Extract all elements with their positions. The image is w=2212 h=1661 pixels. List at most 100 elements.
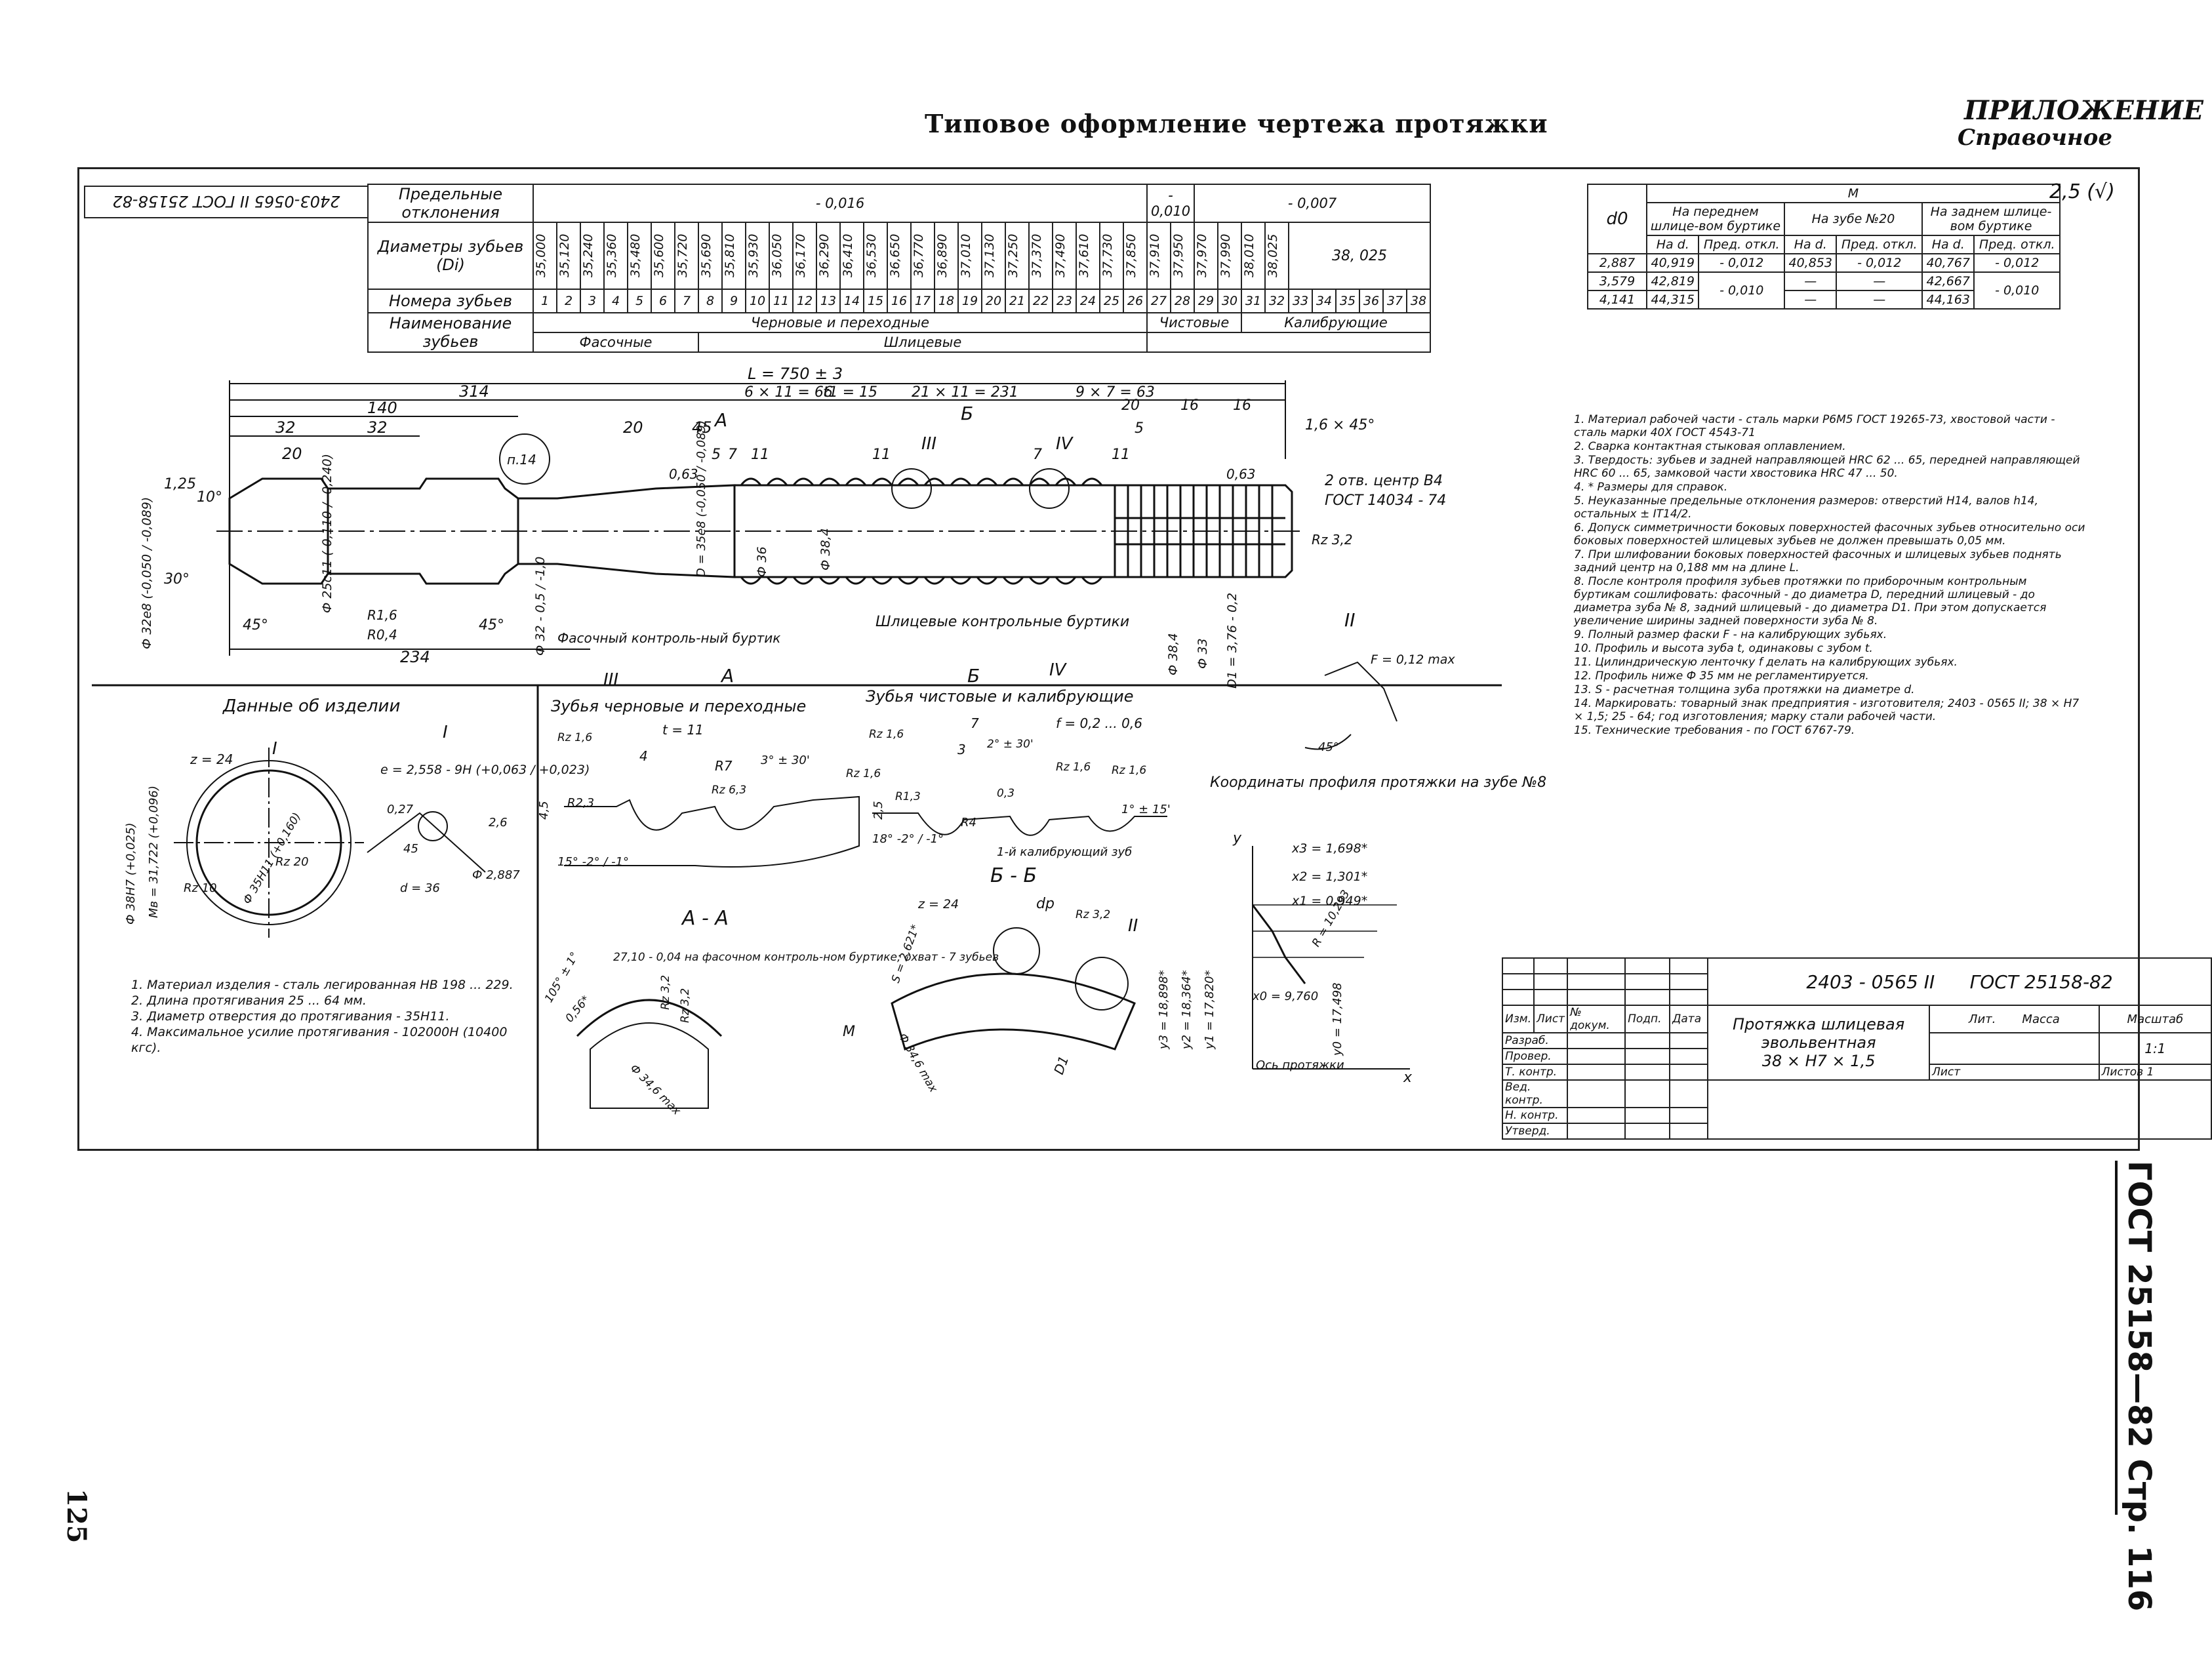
dim-phi32: Ф 32e8 (-0,050 / -0,089)	[140, 497, 154, 649]
tooth-number-cell: 23	[1052, 289, 1077, 313]
dim-r16: R1,6	[367, 607, 397, 623]
coords-axis-y: y	[1232, 830, 1242, 847]
tooth-number-cell: 1	[533, 289, 557, 313]
product-027: 0,27	[387, 803, 414, 816]
product-e: e = 2,558 - 9H (+0,063 / +0,023)	[380, 763, 590, 777]
appendix-type: Справочное	[1958, 125, 2112, 151]
dim-d1: D1 = 3,76 - 0,2	[1225, 593, 1239, 689]
detail4-rz16c: Rz 1,6	[1056, 761, 1091, 774]
tooth-number-cell: 11	[769, 289, 794, 313]
technical-notes: 1. Материал рабочей части - сталь марки …	[1574, 413, 2085, 738]
dim-11b: 11	[872, 447, 891, 463]
tooth-number-cell: 2	[556, 289, 581, 313]
side-rule	[2115, 1161, 2118, 1515]
note-item: 2. Сварка контактная стыковая оплавление…	[1574, 440, 1846, 453]
section-BB-d1: D1	[1051, 1054, 1072, 1077]
detail3-r7: R7	[715, 758, 733, 774]
dim-6x11: 6 × 11 = 66	[744, 384, 833, 401]
diameter-cell: 37,250	[1005, 222, 1030, 290]
diameter-cell: 36,170	[792, 222, 817, 290]
section-BB-roman-II: II	[1128, 916, 1138, 936]
section-AA-note: 27,10 - 0,04 на фасочном контроль-ном бу…	[613, 951, 999, 964]
note-item: 6. Допуск симметричности боковых поверхн…	[1574, 521, 2085, 548]
dim-7: 7	[728, 447, 737, 463]
detail3-rz16: Rz 1,6	[557, 731, 592, 744]
tooth-number-cell: 10	[745, 289, 770, 313]
tooth-number-cell: 9	[721, 289, 746, 313]
teeth-table: Предельные отклонения - 0,016 - 0,010 - …	[367, 184, 1431, 353]
section-BB-dp: dp	[1036, 896, 1055, 912]
fas-buritk-label: Фасочный контроль-ный буртик	[557, 630, 780, 646]
name-cell-empty	[1146, 332, 1431, 353]
tooth-number-cell: 36	[1359, 289, 1384, 313]
group-header: На переднем шлице-вом буртике	[1646, 202, 1785, 236]
product-roman-I: I	[272, 739, 277, 759]
section-BB-m: M	[843, 1024, 855, 1040]
group-header: На заднем шлице-вом буртике	[1921, 202, 2061, 236]
tooth-number-cell: 7	[674, 289, 699, 313]
note-item: 3. Твердость: зубьев и задней направляющ…	[1574, 454, 2080, 480]
diameter-cell: 37,370	[1028, 222, 1053, 290]
tooth-number-cell: 4	[603, 289, 628, 313]
dim-20b: 20	[623, 418, 643, 437]
d0-header: d0	[1587, 184, 1647, 254]
diameter-cell: 37,850	[1123, 222, 1148, 290]
detail-III-title: Зубья черновые и переходные	[551, 697, 806, 715]
tooth-number-cell: 25	[1099, 289, 1124, 313]
section-BB-title: Б - Б	[990, 864, 1037, 887]
deviation-row: Предельные отклонения - 0,016 - 0,010 - …	[367, 184, 1431, 223]
dim-5b: 5	[1135, 420, 1144, 437]
names-row-bottom: Фасочные Шлицевые	[368, 332, 1431, 353]
row-label: Предельные отклонения	[367, 184, 534, 223]
diameter-cell: 36,650	[887, 222, 912, 290]
sub-header: На d.	[1645, 235, 1700, 254]
product-d36: d = 36	[400, 881, 440, 895]
m-header: M	[1646, 184, 2061, 203]
product-note-item: 4. Максимальное усилие протягивания - 10…	[131, 1025, 508, 1055]
diameter-cell: 35,720	[674, 222, 699, 290]
deviation-cell: - 0,016	[533, 184, 1148, 223]
diameter-cell: 36,890	[934, 222, 959, 290]
dim-7b: 7	[1033, 447, 1042, 463]
diameter-cell: 37,970	[1194, 222, 1218, 290]
tooth-number-cell: 6	[651, 289, 675, 313]
dim-5: 5	[712, 447, 721, 463]
name-cell: Фасочные	[533, 332, 699, 353]
name-cell: Черновые и переходные	[533, 312, 1148, 333]
detail4-ang2: 2° ± 30'	[987, 738, 1034, 751]
coord-y0: y0 = 17,498	[1331, 982, 1344, 1056]
center-hole: 2 отв. центр В4	[1325, 473, 1443, 489]
section-BB-phi: Ф 34,6 max	[896, 1031, 940, 1096]
coord-axis: Ось протяжки	[1256, 1058, 1344, 1072]
product-mb: Mв = 31,722 (+0,096)	[147, 786, 161, 918]
diameter-cell: 37,730	[1099, 222, 1124, 290]
dim-9x7: 9 × 7 = 63	[1076, 384, 1155, 401]
title-lit-header: Лит. Масса	[1929, 1005, 2100, 1033]
diameter-cell: 37,130	[981, 222, 1006, 290]
note-item: 4. * Размеры для справок.	[1574, 481, 1728, 494]
diameter-cell: 38,010	[1241, 222, 1266, 290]
tooth-number-cell: 27	[1146, 289, 1171, 313]
dim-063a: 0,63	[669, 466, 698, 482]
detail3-angle: 3° ± 30'	[761, 753, 810, 767]
section-AA-title: А - А	[681, 907, 729, 930]
dim-11a: 11	[751, 447, 769, 463]
coords-title: Координаты профиля протяжки на зубе №8	[1210, 774, 1546, 791]
dim-phi384: Ф 38,4	[818, 528, 833, 570]
name-cell: Калибрующие	[1241, 312, 1431, 333]
dim-063b: 0,63	[1226, 466, 1256, 482]
product-45: 45	[403, 842, 418, 856]
detail4-rz16a: Rz 1,6	[869, 728, 904, 741]
diameter-calibr-cell: 38, 025	[1288, 222, 1431, 290]
detail3-45: 4,5	[537, 801, 551, 820]
section-B-mark-bottom: Б	[967, 665, 980, 687]
coord-x3: x3 = 1,698*	[1291, 841, 1367, 856]
diameter-cell: 35,810	[721, 222, 746, 290]
sub-header: Пред. откл.	[1698, 235, 1785, 254]
tooth-number-cell: 17	[910, 289, 935, 313]
product-roman-I-detail: I	[443, 723, 448, 742]
